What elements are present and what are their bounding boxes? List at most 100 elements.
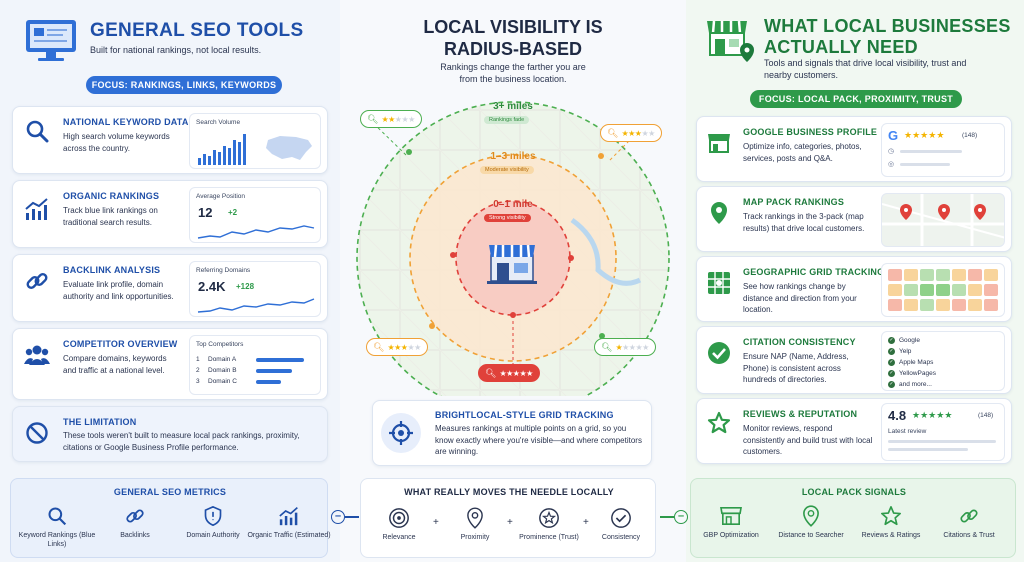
star-icon: ★ — [512, 368, 520, 378]
domain: Domain C — [208, 378, 237, 385]
placeholder-line — [888, 448, 968, 451]
star-icon: ★ — [912, 130, 921, 140]
directory-name: Apple Maps — [899, 359, 934, 366]
trend-up-icon — [23, 195, 51, 223]
factor-label: Prominence (Trust) — [519, 534, 579, 541]
rating-tag-top-right: 🔍︎ ★★★★★ — [600, 124, 662, 142]
rating-tag-center: 🔍︎ ★★★★★ — [478, 364, 540, 382]
directory-row: ✓Google — [888, 335, 998, 346]
arrow-right-icon — [345, 516, 359, 518]
card-title: CITATION CONSISTENCY — [743, 337, 856, 347]
center-subtitle-line2: from the business location. — [459, 74, 567, 84]
heat-grid-preview — [881, 263, 1005, 317]
card-title: ORGANIC RANKINGS — [63, 191, 160, 201]
map-pack-card: MAP PACK RANKINGS Track rankings in the … — [696, 186, 1012, 252]
star-icon: ★ — [912, 410, 921, 420]
factor-label: Consistency — [601, 534, 641, 541]
star-icon: ★ — [936, 130, 945, 140]
referring-domains-chart: Referring Domains 2.4K +128 — [189, 261, 321, 317]
center-title-line2: RADIUS-BASED — [443, 39, 582, 59]
star-icon: ★ — [401, 114, 409, 124]
globe-icon: ◎ — [888, 161, 895, 168]
ring-label-middle: 1–3 miles — [490, 151, 536, 162]
right-title: WHAT LOCAL BUSINESSES ACTUALLY NEED — [764, 16, 1011, 58]
latest-review-label: Latest review — [888, 428, 927, 435]
left-subtitle: Built for national rankings, not local r… — [90, 45, 262, 55]
metric-value: 2.4K — [198, 279, 226, 294]
placeholder-line — [888, 440, 996, 443]
grid-card-title: BRIGHTLOCAL-STYLE GRID TRACKING — [435, 410, 614, 420]
star-icon: ★ — [920, 130, 929, 140]
directory-row: ✓YellowPages — [888, 368, 998, 379]
prohibited-icon — [23, 419, 51, 447]
search-icon: 🔍︎ — [607, 127, 619, 138]
star-icon: ★ — [634, 128, 642, 138]
mini-label: Referring Domains — [196, 267, 251, 274]
star-icon: ★ — [381, 114, 389, 124]
star-rating: ★★★★★ — [387, 342, 421, 352]
keyword-data-card: NATIONAL KEYWORD DATA High search volume… — [12, 106, 328, 174]
star-icon: ★ — [621, 128, 629, 138]
clock-icon: ◷ — [888, 148, 895, 155]
card-desc: Monitor reviews, respond consistently an… — [743, 424, 873, 456]
directory-name: Yelp — [899, 348, 912, 355]
map-pack-preview — [881, 193, 1005, 247]
metric-organic-traffic: Organic Traffic (Estimated) — [247, 505, 331, 540]
share-bar — [256, 379, 281, 384]
share-bar — [256, 357, 304, 362]
ring-chip-outer: Rankings fade — [484, 116, 530, 124]
check-circle-icon — [705, 339, 733, 367]
factor-consistency: Consistency — [581, 507, 661, 542]
users-icon — [23, 341, 51, 369]
directory-name: Google — [899, 337, 920, 344]
mini-label: Average Position — [196, 193, 246, 200]
star-icon: ★ — [641, 128, 649, 138]
ring-chip-middle: Moderate visibility — [480, 166, 534, 174]
metric-backlinks: Backlinks — [93, 505, 177, 540]
limitation-title: THE LIMITATION — [63, 417, 137, 427]
directory-list: ✓Google ✓Yelp ✓Apple Maps ✓YellowPages ✓… — [881, 331, 1005, 391]
metric-label: Domain Authority — [186, 532, 240, 539]
signal-distance: Distance to Searcher — [769, 505, 853, 540]
gbp-preview: G ★★★★★ (148) ◷ ◎ — [881, 123, 1005, 177]
card-title: COMPETITOR OVERVIEW — [63, 339, 178, 349]
card-title: REVIEWS & REPUTATION — [743, 409, 858, 419]
bottom-right-title: LOCAL PACK SIGNALS — [801, 487, 907, 497]
card-desc: Optimize info, categories, photos, servi… — [743, 142, 862, 163]
star-icon: ★ — [642, 342, 649, 352]
storefront-icon — [689, 505, 773, 527]
metric-value: 12 — [198, 205, 213, 220]
search-icon: 🔍︎ — [373, 341, 385, 352]
map-pin-icon — [705, 199, 733, 227]
star-rating: ★★★★★ — [381, 114, 415, 124]
organic-rankings-card: ORGANIC RANKINGS Track blue link ranking… — [12, 180, 328, 248]
card-title: BACKLINK ANALYSIS — [63, 265, 161, 275]
placeholder-line — [900, 163, 950, 166]
store-pin-icon — [702, 12, 758, 68]
star-icon — [849, 505, 933, 527]
general-seo-metrics-box: GENERAL SEO METRICS Keyword Rankings (Bl… — [10, 478, 331, 558]
directory-row: ✓Apple Maps — [888, 357, 998, 368]
local-business-column: WHAT LOCAL BUSINESSES ACTUALLY NEED Tool… — [686, 0, 1024, 562]
star-icon: ★ — [526, 368, 533, 378]
citation-card: CITATION CONSISTENCY Ensure NAP (Name, A… — [696, 326, 1012, 394]
star-icon: ★ — [394, 342, 401, 352]
trend-up-icon — [247, 505, 331, 527]
directory-row: ✓Yelp — [888, 346, 998, 357]
card-desc: Track blue link rankings on traditional … — [63, 206, 158, 227]
center-title-line1: LOCAL VISIBILITY IS — [423, 17, 603, 37]
card-desc: See how rankings change by distance and … — [743, 282, 857, 314]
metric-keyword-rankings: Keyword Rankings (Blue Links) — [15, 505, 99, 549]
metric-delta: +2 — [228, 208, 238, 217]
search-icon: 🔍︎ — [601, 341, 613, 352]
rating-tag-top-left: 🔍︎ ★★★★★ — [360, 110, 422, 128]
card-desc: High search volume keywords across the c… — [63, 132, 170, 153]
left-title: GENERAL SEO TOOLS — [90, 20, 304, 41]
signal-gbp: GBP Optimization — [689, 505, 773, 540]
local-pack-signals-box: LOCAL PACK SIGNALS GBP Optimization Dist… — [690, 478, 1016, 558]
search-icon: 🔍︎ — [485, 367, 497, 378]
star-icon: ★ — [400, 342, 408, 352]
right-title-line2: ACTUALLY NEED — [764, 37, 918, 57]
backlink-analysis-card: BACKLINK ANALYSIS Evaluate link profile,… — [12, 254, 328, 322]
